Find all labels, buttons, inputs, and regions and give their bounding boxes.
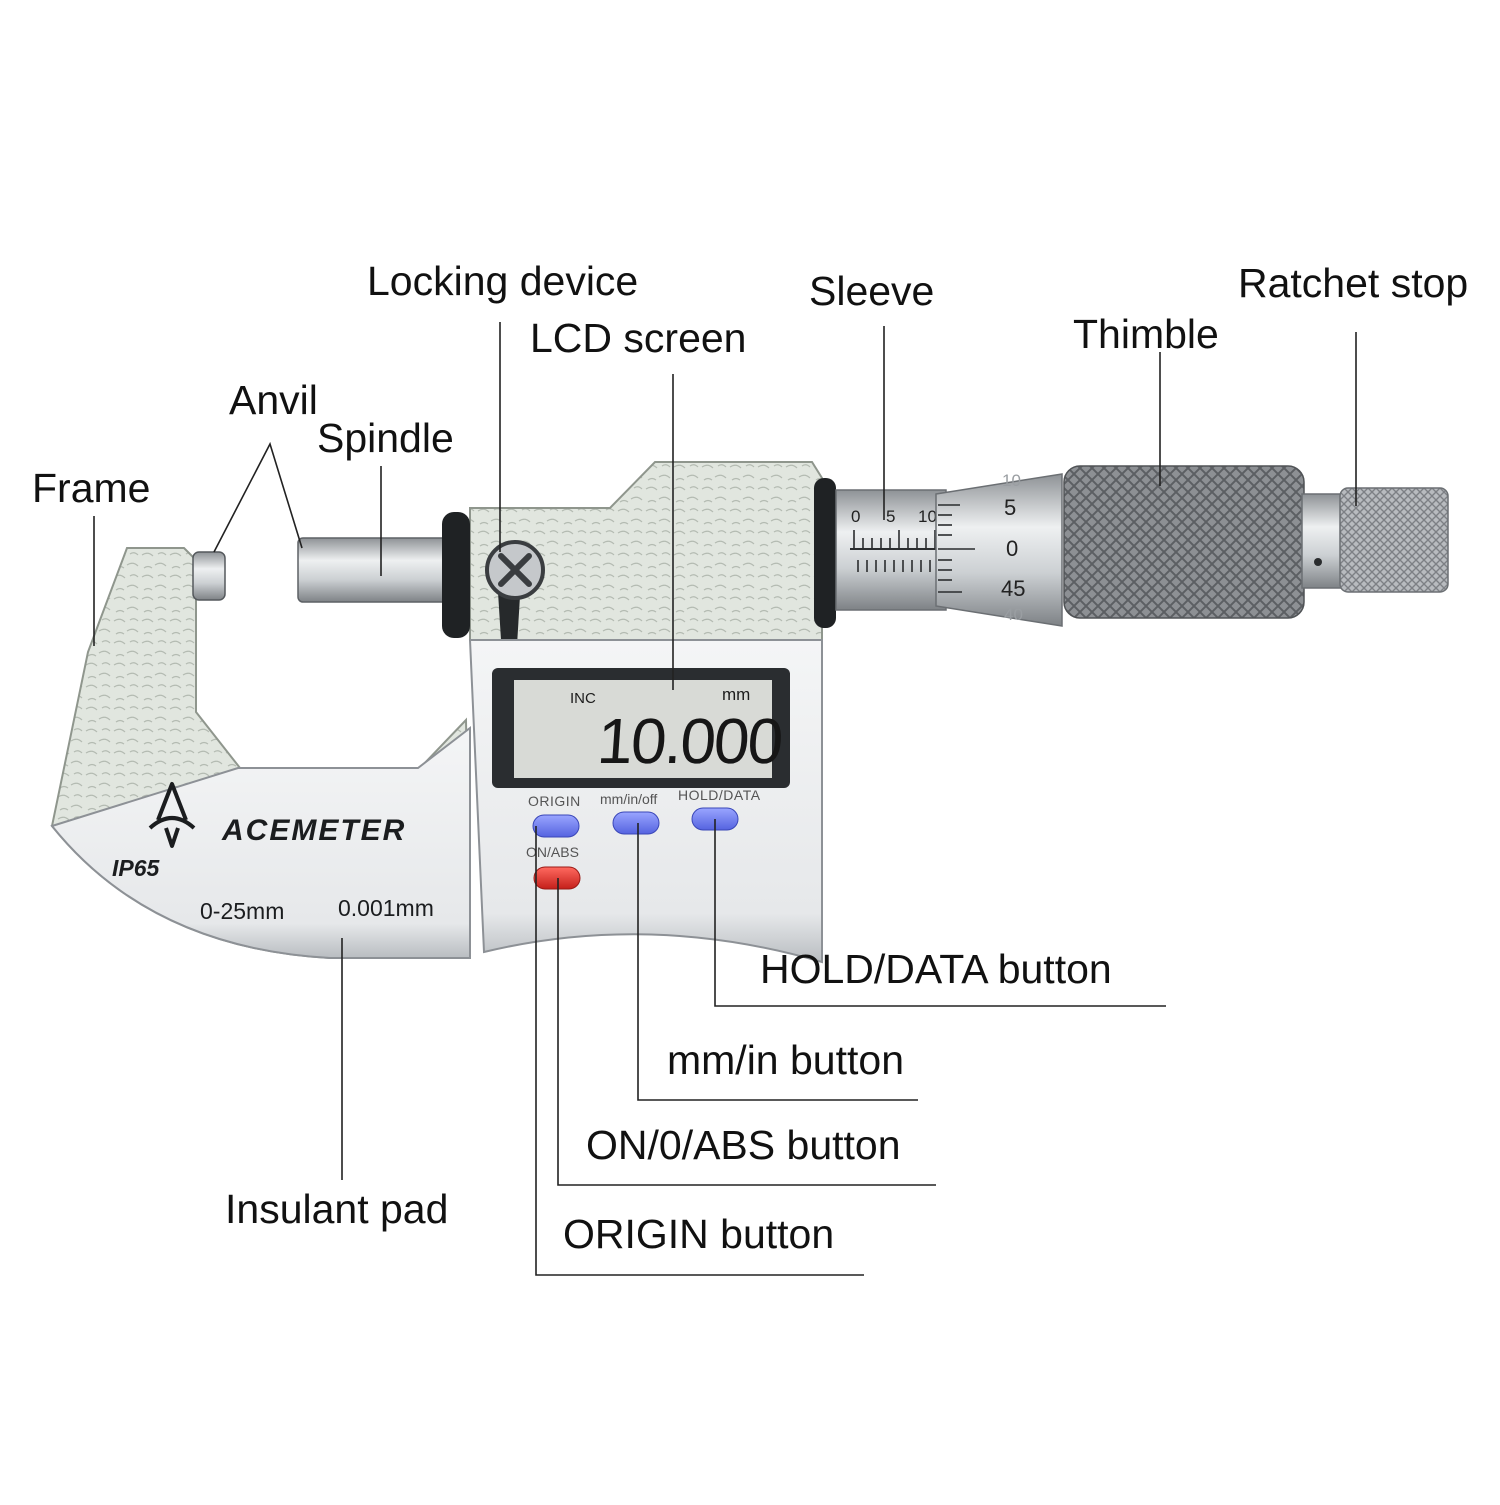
thimble-ticks [938,504,975,593]
anvil [192,551,226,601]
thimble-bevel [935,473,1063,627]
insulant-pad-label: Insulant pad [225,1186,449,1232]
housing-gasket-right [814,478,836,628]
on-abs-leader [557,878,936,1186]
anvil-leader [213,441,303,553]
locking-screw-slot [498,553,532,587]
housing-gasket [442,512,470,638]
on-abs-button-label: ON/ABS [526,844,579,860]
sleeve-scale-0: 0 [851,507,860,526]
insulant-pad [50,725,471,959]
frame-label: Frame [32,465,151,511]
sleeve-scale-5: 5 [886,507,895,526]
lcd-reading: 10.000 [595,705,784,777]
mm-in-button-callout: mm/in button [667,1037,904,1083]
thimble-scale-40: 40 [1004,605,1023,624]
sleeve-label: Sleeve [809,268,935,314]
ratchet-stop [1339,487,1449,593]
origin-leader [535,826,864,1276]
origin-button[interactable] [532,814,580,838]
hold-data-leader [714,819,1166,1007]
thimble-scale-0: 0 [1006,536,1018,561]
thimble-knurl [1063,465,1305,619]
mm-in-leader [637,823,918,1101]
leader-lines [93,322,1357,1276]
hold-data-button-label: HOLD/DATA [678,787,761,803]
thimble-label: Thimble [1073,311,1219,357]
mm-in-off-button-label: mm/in/off [600,791,657,807]
thimble-scale-10: 10 [1002,471,1021,490]
thimble-scale-5: 5 [1004,495,1016,520]
acemeter-logo-icon [148,782,196,848]
spindle-label: Spindle [317,415,454,461]
hold-data-button-callout: HOLD/DATA button [760,946,1112,992]
lcd-mode-indicator: INC [570,690,596,707]
thimble-scale-45: 45 [1001,576,1025,601]
origin-button-label: ORIGIN [528,793,581,809]
brand-name: ACEMETER [221,814,406,847]
origin-button-callout: ORIGIN button [563,1211,835,1257]
sleeve-scale-10: 10 [918,507,937,526]
ratchet-collar [1301,493,1347,589]
locking-device-label: Locking device [367,258,639,304]
lcd-screen [514,680,772,778]
lcd-screen-label: LCD screen [530,315,747,361]
lcd-unit-indicator: mm [722,685,750,704]
ratchet-stop-label: Ratchet stop [1238,260,1469,306]
ip-rating: IP65 [112,855,161,881]
sleeve-ticks [853,530,936,572]
ratchet-pin [1314,558,1322,566]
on-abs-button[interactable] [533,866,581,890]
resolution-spec: 0.001mm [338,895,434,921]
on-abs-button-callout: ON/0/ABS button [586,1122,901,1168]
range-spec: 0-25mm [200,898,284,924]
anvil-label: Anvil [229,377,318,423]
mm-in-off-button[interactable] [612,811,660,835]
